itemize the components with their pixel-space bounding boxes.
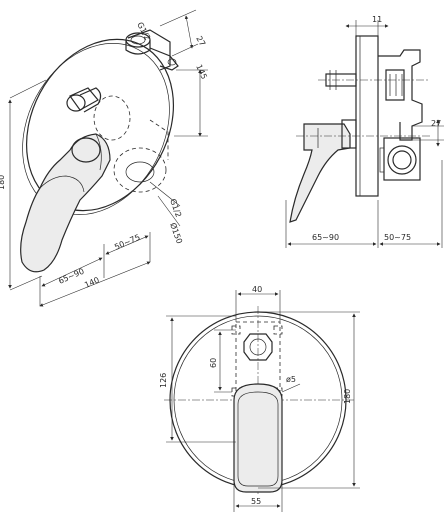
side-lever [289,123,351,223]
iso-dia-150: Ø150 [168,221,185,245]
front-lever [233,383,283,493]
iso-hidden-body [93,95,131,141]
iso-dim-65-90: 65~90 [57,267,85,286]
iso-label-g12-top: G1/2 [135,21,152,42]
side-dim-27: 27 [431,119,441,128]
front-dim-40: 40 [252,285,262,294]
iso-top-connection [125,32,179,71]
iso-body-top [127,29,171,71]
front-dim-60: 60 [209,358,218,368]
iso-dim-140: 140 [83,275,101,289]
front-dim-126: 126 [159,373,168,388]
iso-hidden-outlet [113,147,167,193]
iso-dim-50-75: 50~75 [113,233,141,252]
iso-cover-plate-edge [22,43,170,215]
side-view: 11 27 65~90 50~75 [285,15,444,248]
side-cover-plate [355,35,379,197]
side-dim-65-90: 65~90 [312,233,339,242]
iso-dim-180: 180 [0,175,6,190]
side-outlet [379,137,421,181]
iso-dim-145: 145 [194,63,209,81]
iso-lever-handle [20,133,111,273]
iso-dim-27: 27 [194,35,207,48]
side-dim-50-75: 50~75 [384,233,411,242]
front-diverter-knob [243,333,273,361]
side-dim-11: 11 [372,15,382,24]
isometric-view: 27 G1/2 145 180 65~90 50~75 140 G1/2 Ø15… [0,9,209,307]
front-view: 40 60 126 180 ø5 55 [159,285,360,512]
side-body [378,49,423,141]
front-dia-5: ø5 [286,375,296,384]
iso-bottom-outlet [125,161,155,183]
iso-label-g12-bottom: G1/2 [168,198,183,219]
front-dim-55: 55 [251,497,261,506]
front-dim-180: 180 [343,389,352,404]
